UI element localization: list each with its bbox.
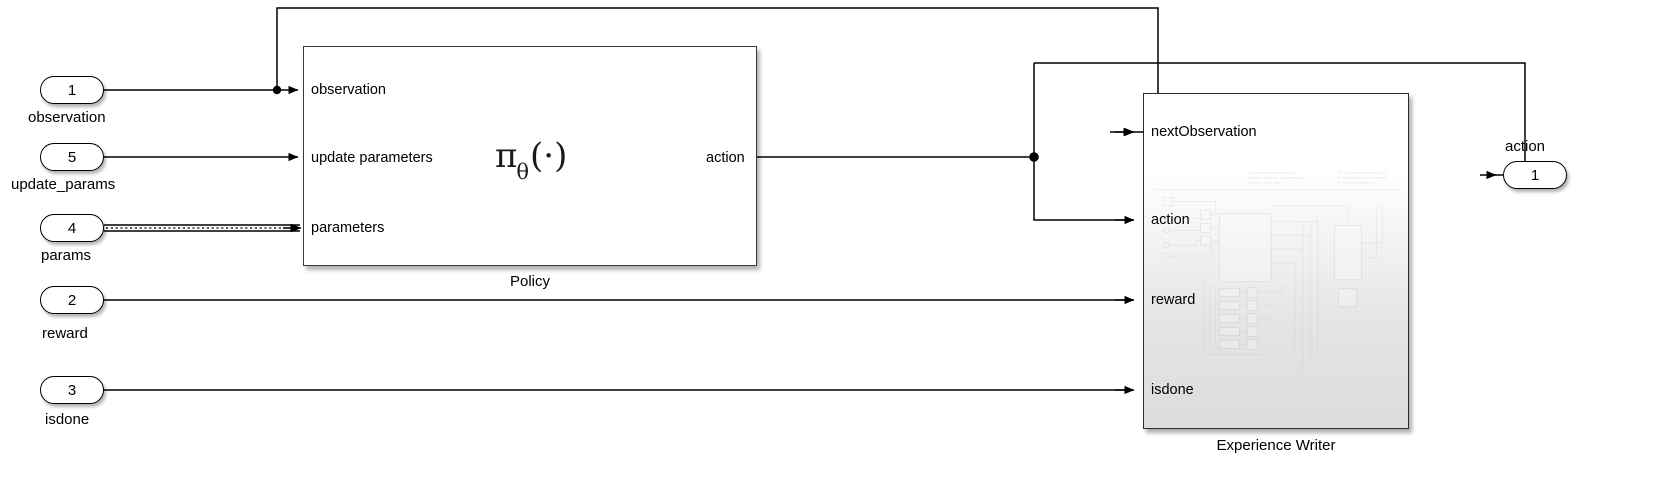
- inport-isdone[interactable]: 3: [40, 376, 104, 404]
- svg-text:the TrajectoryWriteFrequency.: the TrajectoryWriteFrequency.: [1338, 181, 1376, 185]
- inport-reward-label: reward: [42, 325, 88, 342]
- ew-inport-reward-label: reward: [1151, 292, 1196, 308]
- svg-text:isdone) to a circular buffer.: isdone) to a circular buffer.: [1247, 181, 1281, 185]
- svg-text:This block writes the trajecto: This block writes the trajectory data to…: [1338, 171, 1389, 175]
- experience-writer-block[interactable]: This block appends trajectory data (next…: [1143, 93, 1409, 429]
- policy-inport-update-parameters-label: update parameters: [311, 150, 433, 166]
- svg-text:file on RawdataLFrontend has r: file on RawdataLFrontend has reached: [1338, 176, 1388, 180]
- policy-pi-theta-symbol: πθ(·): [495, 136, 568, 184]
- inport-observation-label: observation: [28, 109, 106, 126]
- inport-params-label: params: [41, 247, 92, 264]
- experience-writer-block-caption: Experience Writer: [1216, 437, 1336, 454]
- policy-block-caption: Policy: [509, 273, 550, 290]
- policy-outport-action-label: action: [706, 150, 745, 166]
- junction-dot-action: [1029, 152, 1039, 162]
- ew-inport-action-label: action: [1151, 212, 1190, 228]
- ew-inport-nextobservation-label: nextObservation: [1151, 124, 1257, 140]
- ew-inport-isdone-label: isdone: [1151, 382, 1194, 398]
- outport-action[interactable]: 1: [1503, 161, 1567, 189]
- policy-block[interactable]: [303, 46, 757, 266]
- junction-dot-observation: [272, 85, 282, 95]
- inport-isdone-label: isdone: [45, 411, 90, 428]
- inport-observation[interactable]: 1: [40, 76, 104, 104]
- wire-params-bus: [104, 223, 301, 233]
- policy-symbol-base: π: [495, 136, 518, 176]
- inport-update-params[interactable]: 5: [40, 143, 104, 171]
- policy-symbol-argument: (·): [530, 136, 568, 176]
- inport-params[interactable]: 4: [40, 214, 104, 242]
- outport-action-label: action: [1505, 138, 1546, 155]
- policy-symbol-subscript: θ: [516, 159, 530, 184]
- policy-inport-parameters-label: parameters: [311, 220, 385, 236]
- inport-update-params-label: update_params: [11, 176, 116, 193]
- svg-text:This block appends trajectory: This block appends trajectory data (next: [1247, 171, 1298, 175]
- experience-writer-preview: This block appends trajectory data (next…: [1153, 171, 1401, 373]
- inport-reward[interactable]: 2: [40, 286, 104, 314]
- svg-text:observation, observation, acti: observation, observation, action, reward…: [1247, 176, 1304, 180]
- policy-inport-observation-label: observation: [311, 82, 386, 98]
